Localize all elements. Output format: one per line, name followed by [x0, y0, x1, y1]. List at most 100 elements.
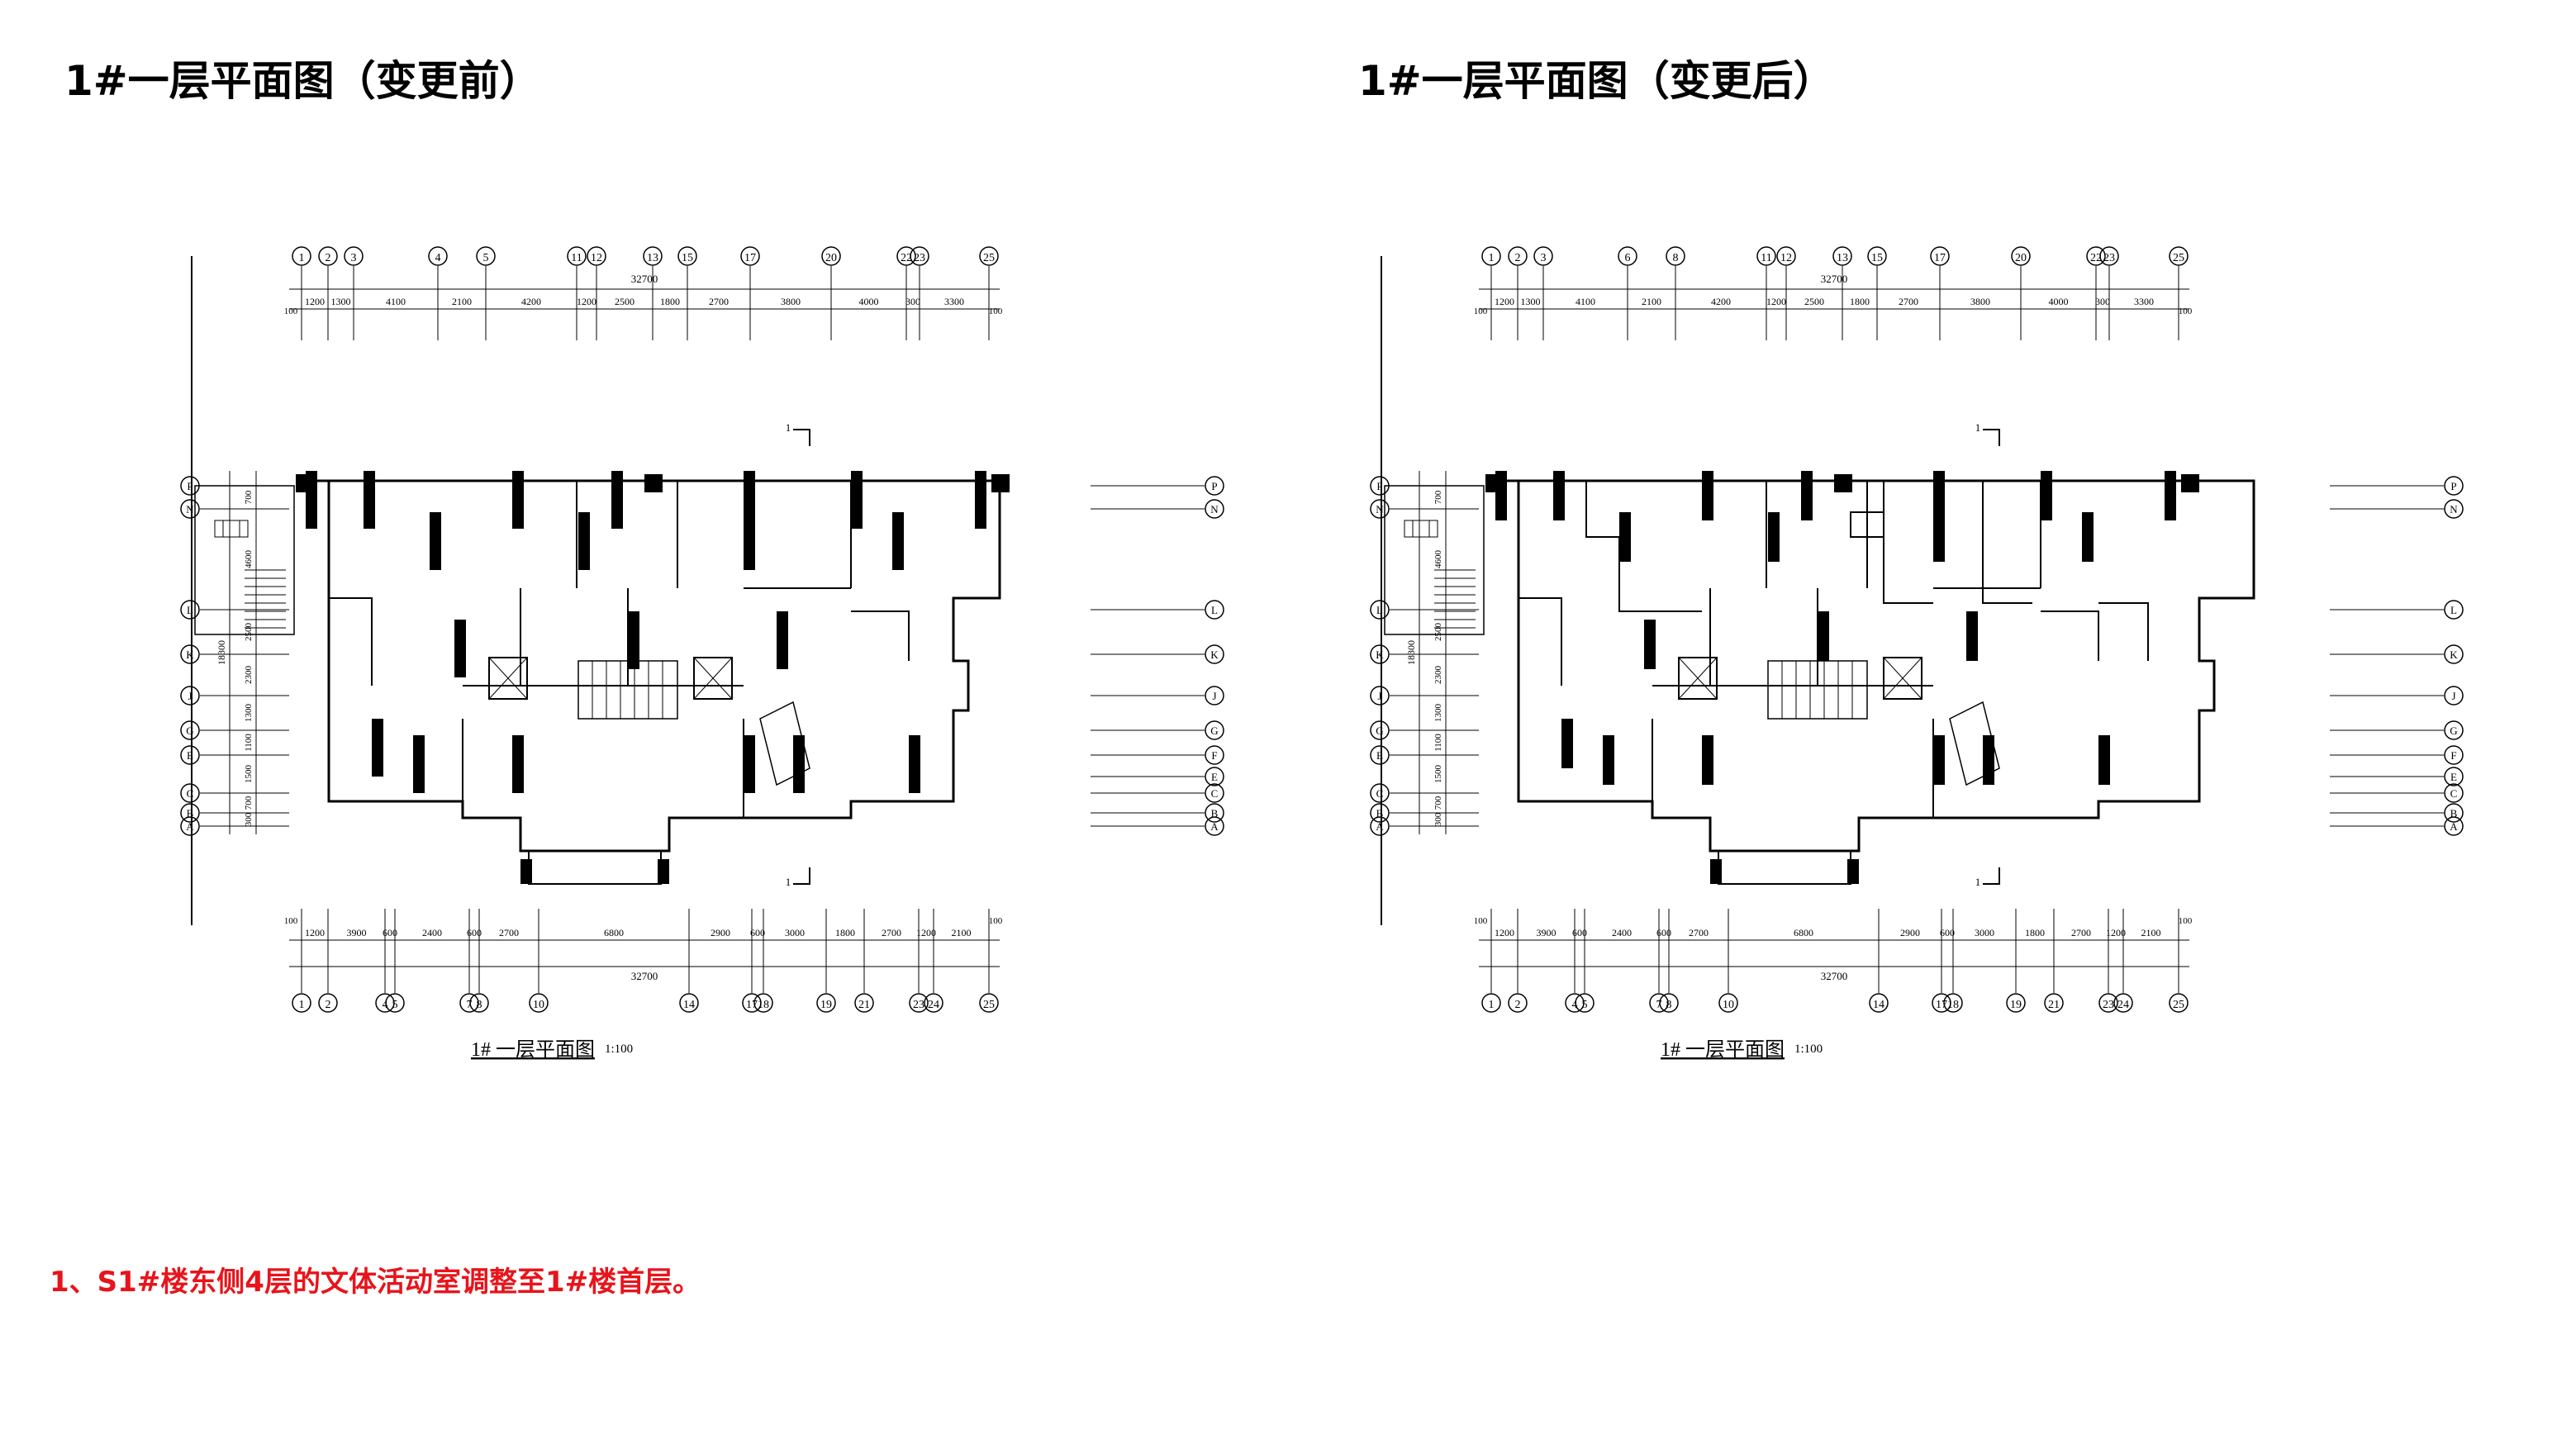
axis-label: 5: [483, 252, 489, 264]
axis-bubble: [1205, 816, 1224, 836]
axis-bubble: [1533, 246, 1553, 266]
axis-bubble: [1575, 993, 1595, 1013]
axis-label: 19: [820, 999, 832, 1011]
axis-bubble: [1481, 246, 1501, 266]
interior-wall: [851, 610, 910, 661]
axis-label: 17: [746, 999, 758, 1011]
axis-bubble: [385, 993, 405, 1013]
axis-label: J: [188, 690, 192, 702]
plan-caption: 1# 一层平面图: [1661, 1039, 1785, 1061]
new-partition-wall: [2098, 602, 2149, 661]
column: [512, 471, 524, 529]
dim-text: 3900: [1537, 927, 1557, 938]
axis-bubble: [1205, 600, 1224, 620]
axis-label: P: [1211, 480, 1217, 492]
axis-bubble: [1618, 246, 1637, 266]
axis-bubble: [1370, 686, 1390, 705]
axis-label: A: [1210, 820, 1219, 833]
dim-text: 1800: [835, 927, 855, 938]
axis-bubble: [567, 246, 587, 266]
axis-bubble: [979, 993, 999, 1013]
axis-label: B: [1211, 807, 1219, 820]
axis-bubble: [180, 644, 200, 664]
axis-label: L: [1376, 604, 1383, 616]
column: [1619, 512, 1631, 562]
axis-bubble: [1776, 246, 1796, 266]
axis-label: 7: [467, 999, 473, 1011]
axis-label: J: [2451, 690, 2455, 702]
title-before: 1#一层平面图（变更前）: [64, 57, 541, 105]
axis-label: 24: [928, 999, 939, 1011]
plan-group: [1370, 246, 2464, 1013]
axis-bubble: [979, 246, 999, 266]
dim-text: 2900: [711, 927, 730, 938]
column: [628, 611, 639, 669]
dim-text: 4000: [859, 296, 879, 307]
elevator-shaft: [1678, 657, 1718, 700]
dim-small: 100: [1474, 306, 1488, 316]
column: [1702, 471, 1713, 520]
axis-label: 18: [1947, 999, 1959, 1011]
dim-text: 2900: [1900, 927, 1920, 938]
dim-text: 1200: [1495, 296, 1514, 307]
axis-label: N: [1376, 503, 1384, 515]
axis-label: P: [1376, 480, 1382, 492]
stair-block: [194, 485, 295, 635]
axis-label: K: [186, 648, 194, 661]
axis-label: 12: [1780, 252, 1792, 264]
dim-text: 3000: [1975, 927, 1994, 938]
axis-label: A: [2450, 820, 2458, 833]
plan-caption: 1# 一层平面图: [471, 1039, 595, 1061]
axis-bubble: [2099, 246, 2119, 266]
section-label: 1: [1975, 421, 1981, 434]
dim-text: 4200: [521, 296, 541, 307]
axis-label: 25: [983, 252, 995, 264]
axis-label: 12: [591, 252, 602, 264]
dim-small: 100: [989, 306, 1003, 316]
axis-bubble: [292, 246, 311, 266]
dim-text: 1200: [1495, 927, 1514, 938]
corner-column: [991, 474, 1010, 492]
axis-bubble: [2113, 993, 2133, 1013]
column: [658, 859, 669, 884]
axis-label: 8: [1666, 999, 1672, 1011]
column: [1818, 611, 1829, 661]
axis-bubble: [677, 246, 697, 266]
axis-label: A: [186, 820, 194, 833]
dim-text: 2100: [2141, 927, 2161, 938]
new-partition-wall: [1585, 481, 1702, 612]
column: [1801, 471, 1813, 520]
dim-text: 700: [1433, 796, 1443, 810]
axis-label: 25: [2173, 999, 2184, 1011]
dim-text: 4600: [244, 550, 254, 569]
dim-total-top: 32700: [631, 273, 658, 285]
column: [793, 735, 805, 793]
dim-text: 600: [1572, 927, 1587, 938]
axis-bubble: [1666, 246, 1685, 266]
dim-text: 2400: [422, 927, 442, 938]
dim-total-bottom: 32700: [1821, 970, 1848, 982]
interior-wall: [2041, 610, 2099, 661]
dim-text: 1800: [660, 296, 680, 307]
axis-bubble: [1481, 993, 1501, 1013]
axis-bubble: [2098, 993, 2118, 1013]
axis-bubble: [529, 993, 549, 1013]
axis-bubble: [1659, 993, 1679, 1013]
axis-bubble: [1932, 993, 1951, 1013]
dim-text: 300: [905, 296, 920, 307]
column: [454, 620, 466, 677]
axis-bubble: [375, 993, 395, 1013]
dim-text: 1200: [305, 296, 325, 307]
column: [1710, 859, 1722, 884]
axis-bubble: [180, 816, 200, 836]
column: [520, 859, 532, 884]
section-label: 1: [1975, 876, 1981, 888]
axis-label: 3: [351, 252, 357, 264]
column: [975, 471, 986, 529]
dim-text: 1100: [1433, 734, 1443, 752]
dim-text: 1300: [1521, 296, 1541, 307]
dim-text: 1200: [577, 296, 596, 307]
dim-text: 3300: [944, 296, 964, 307]
axis-bubble: [1370, 745, 1390, 765]
axis-label: 8: [1673, 252, 1679, 264]
